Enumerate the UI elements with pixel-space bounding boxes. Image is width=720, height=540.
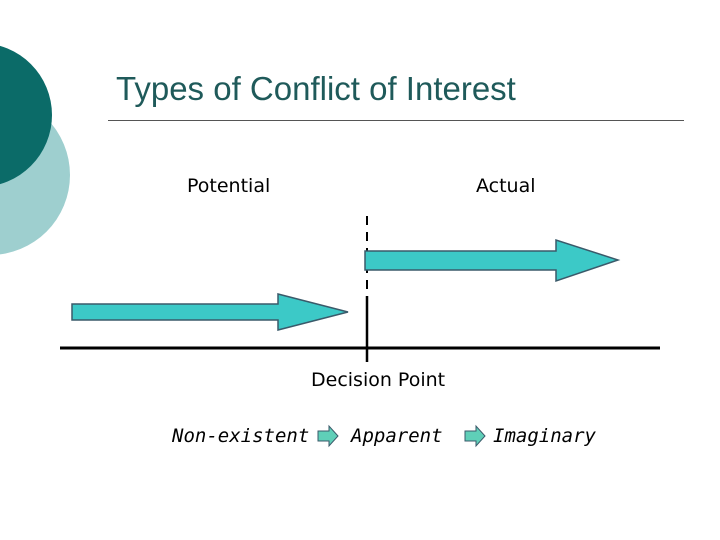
sequence-arrow-1 (317, 424, 339, 448)
potential-arrow (71, 293, 349, 331)
title-divider (108, 120, 684, 121)
slide-title: Types of Conflict of Interest (116, 70, 516, 107)
sequence-item-apparent: Apparent (351, 425, 443, 447)
sequence-item-non-existent: Non-existent (172, 425, 310, 447)
decor-circle-dark (0, 45, 52, 185)
potential-label: Potential (187, 175, 271, 197)
sequence-item-imaginary: Imaginary (493, 425, 596, 447)
sequence-arrow-2 (464, 424, 486, 448)
actual-label: Actual (476, 175, 536, 197)
decision-point-label: Decision Point (311, 369, 446, 391)
actual-arrow (364, 238, 621, 283)
